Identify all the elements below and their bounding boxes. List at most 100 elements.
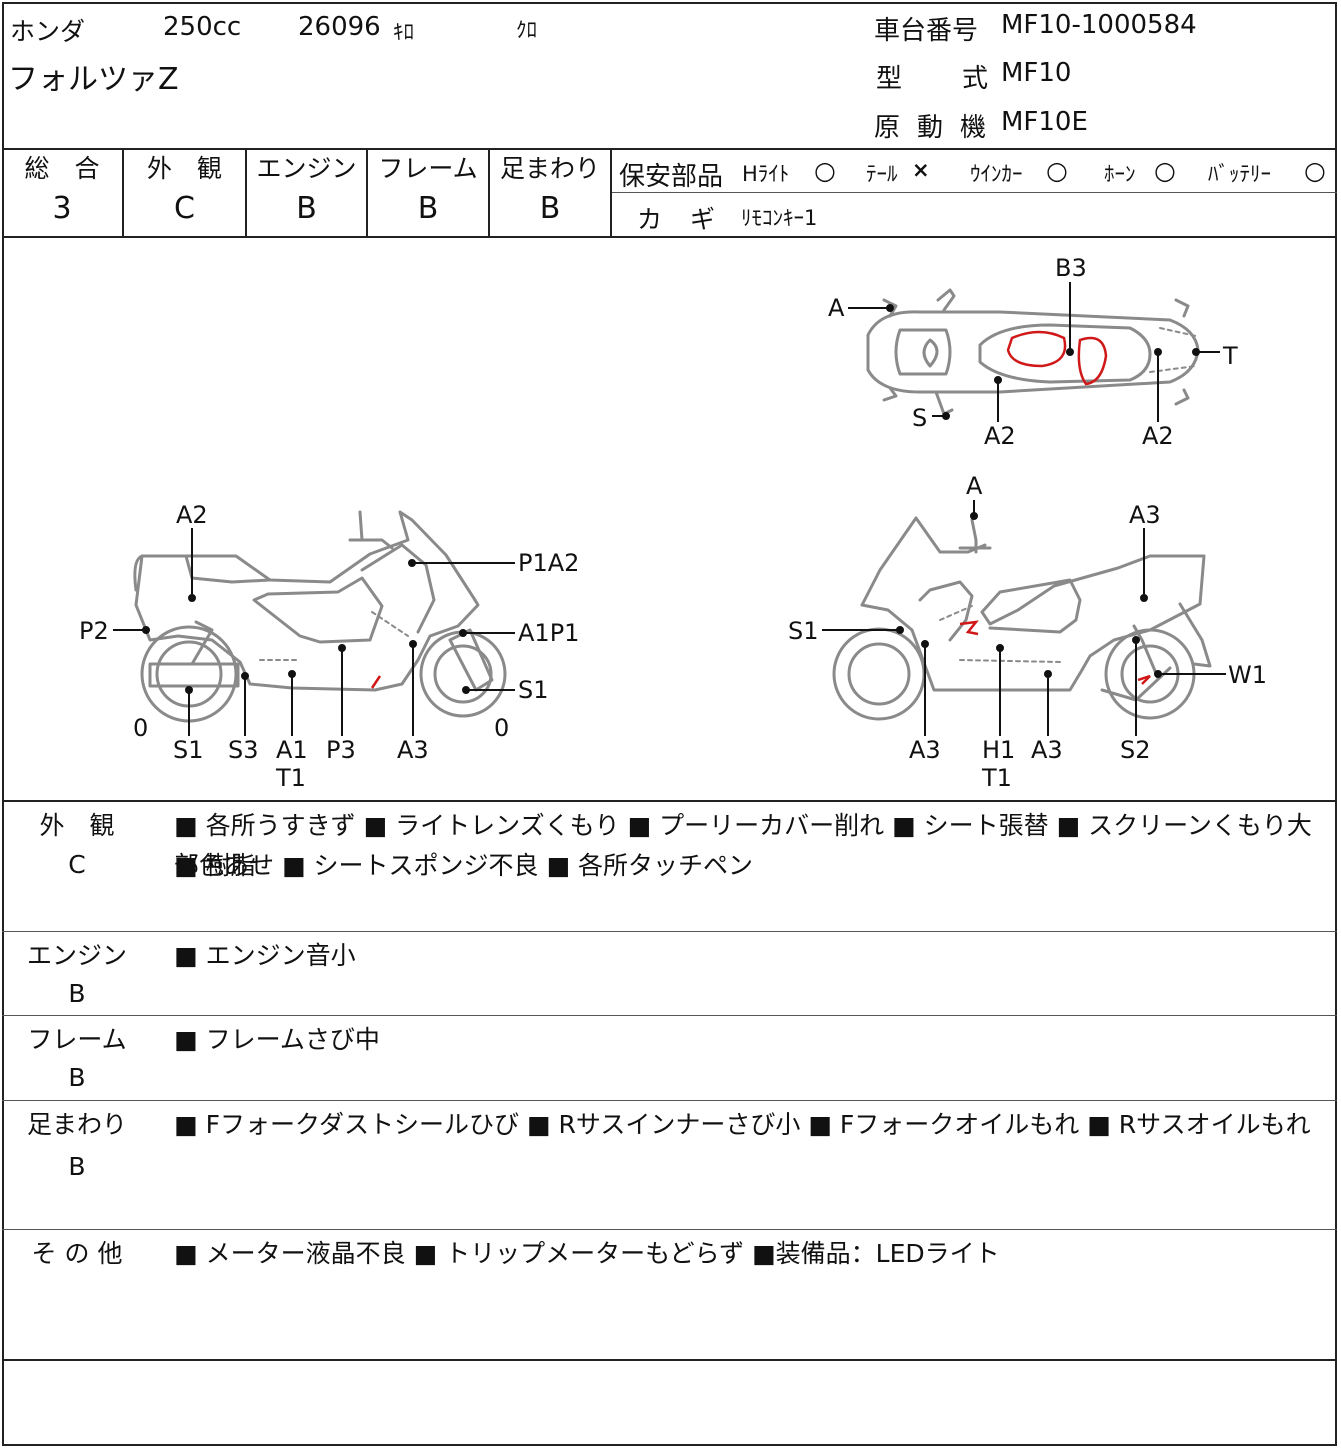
diagram-label: A2	[1142, 422, 1174, 450]
section-grade: B	[68, 1063, 86, 1092]
diagram-label: H1	[982, 736, 1016, 764]
diagram-label: S1	[788, 617, 819, 645]
grade-engine: エンジン B	[247, 152, 366, 232]
grade-suspension: 足まわり B	[490, 152, 610, 232]
section-label: フレーム	[27, 1025, 127, 1054]
grades-divider	[2, 236, 1337, 238]
key-label-2: ギ	[690, 205, 716, 234]
diagram-label: A3	[1031, 736, 1063, 764]
safety-item-label: ﾊﾞｯﾃﾘｰ	[1208, 162, 1271, 186]
diagram-label: 0	[133, 714, 149, 742]
grade-divider	[610, 150, 612, 236]
diagram-label: 0	[494, 714, 510, 742]
grade-label: 総 合	[24, 154, 100, 183]
model-name: フォルツァZ	[8, 62, 179, 97]
engine-value: MF10E	[1001, 107, 1088, 137]
grade-divider	[488, 150, 490, 236]
displacement: 250cc	[163, 12, 242, 42]
header-divider	[2, 148, 1337, 150]
section-label: そ の 他	[31, 1239, 123, 1268]
mileage: 26096	[298, 12, 381, 42]
section-divider	[2, 931, 1337, 932]
section-label: 足まわり	[26, 1110, 127, 1139]
grade-label: フレーム	[378, 154, 478, 183]
diagram-label: S	[912, 404, 928, 432]
frame-no: MF10-1000584	[1001, 10, 1197, 40]
grade-label: 足まわり	[499, 154, 600, 183]
type-value: MF10	[1001, 58, 1072, 88]
diagram-label: A1	[276, 736, 308, 764]
grade-label: エンジン	[256, 154, 357, 183]
top-view-scooter	[866, 288, 1200, 416]
safety-item-status: ×	[912, 158, 930, 182]
maker: ホンダ	[10, 17, 86, 46]
diagram-label: P3	[326, 736, 356, 764]
safety-item-label: ﾃｰﾙ	[866, 162, 898, 186]
diagram-label: A2	[984, 422, 1016, 450]
diagram-label: A1P1	[518, 619, 580, 647]
diagram-label: P1A2	[518, 549, 580, 577]
grade-exterior: 外 観 C	[124, 152, 245, 232]
damage-marks	[370, 330, 1151, 689]
type-label-1: 型	[876, 64, 903, 94]
grade-divider	[122, 150, 124, 236]
section-grade: B	[68, 1152, 86, 1181]
diagram-label: S2	[1120, 736, 1151, 764]
grade-value: B	[296, 191, 317, 226]
section-text: ■ エンジン音小	[174, 941, 356, 970]
safety-item-label: ｳｲﾝｶｰ	[970, 162, 1023, 186]
safety-item-status: ○	[1154, 156, 1176, 185]
section-grade: C	[68, 850, 86, 879]
diagram-label: A3	[1129, 501, 1161, 529]
diagram-label: S1	[518, 676, 549, 704]
safety-title: 保安部品	[619, 162, 724, 192]
section-grade: B	[68, 979, 86, 1008]
grade-value: C	[174, 191, 195, 226]
key-label-1: カ	[637, 205, 663, 234]
section-label: 外 観	[39, 811, 115, 840]
diagram-label: A3	[397, 736, 429, 764]
diagram-label: A	[828, 294, 845, 322]
diagram-label: P2	[79, 617, 109, 645]
diagram-label: B3	[1055, 254, 1087, 282]
engine-label-1: 原	[874, 113, 901, 143]
leader-lines	[113, 282, 1226, 736]
safety-divider	[612, 192, 1337, 193]
diagram-label: T1	[982, 764, 1012, 792]
diagram-label: T1	[276, 764, 306, 792]
section-label: エンジン	[26, 941, 127, 970]
section-text: ■ メーター液晶不良 ■ トリップメーターもどらず ■装備品：LEDライト	[174, 1239, 1000, 1268]
key-value: ﾘﾓｺﾝｷｰ1	[741, 206, 818, 230]
frame-no-label: 車台番号	[874, 16, 979, 46]
section-text: ■ Fフォークダストシールひび ■ Rサスインナーさび小 ■ Fフォークオイルも…	[174, 1110, 1311, 1139]
diagram-label: S1	[173, 736, 204, 764]
diagram-label: A	[966, 472, 983, 500]
grade-value: B	[539, 191, 561, 226]
safety-item-status: ○	[1046, 156, 1068, 185]
grade-label: 外 観	[146, 154, 222, 183]
diagram-label: A3	[909, 736, 941, 764]
grade-frame: フレーム B	[368, 152, 488, 232]
section-divider	[2, 1229, 1337, 1230]
section-divider	[2, 1015, 1337, 1016]
safety-item-status: ○	[814, 156, 836, 185]
engine-label-3: 機	[960, 113, 987, 143]
diagram-divider	[2, 800, 1337, 802]
color: ｸﾛ	[516, 18, 537, 42]
engine-label-2: 動	[917, 113, 944, 143]
diagram-label: S3	[228, 736, 259, 764]
mileage-unit: ｷﾛ	[393, 20, 414, 44]
diagram-label: T	[1223, 342, 1238, 370]
grade-value: 3	[52, 191, 72, 226]
type-label-2: 式	[962, 64, 989, 94]
grade-value: B	[417, 191, 439, 226]
grade-divider	[366, 150, 368, 236]
right-side-view-scooter	[832, 516, 1212, 721]
section-text: 部色あせ ■ シートスポンジ不良 ■ 各所タッチペン	[174, 851, 754, 880]
safety-item-label: Hﾗｲﾄ	[742, 162, 790, 186]
section-divider	[2, 1359, 1337, 1361]
section-text: ■ フレームさび中	[174, 1025, 380, 1054]
grade-divider	[245, 150, 247, 236]
section-divider	[2, 1100, 1337, 1101]
